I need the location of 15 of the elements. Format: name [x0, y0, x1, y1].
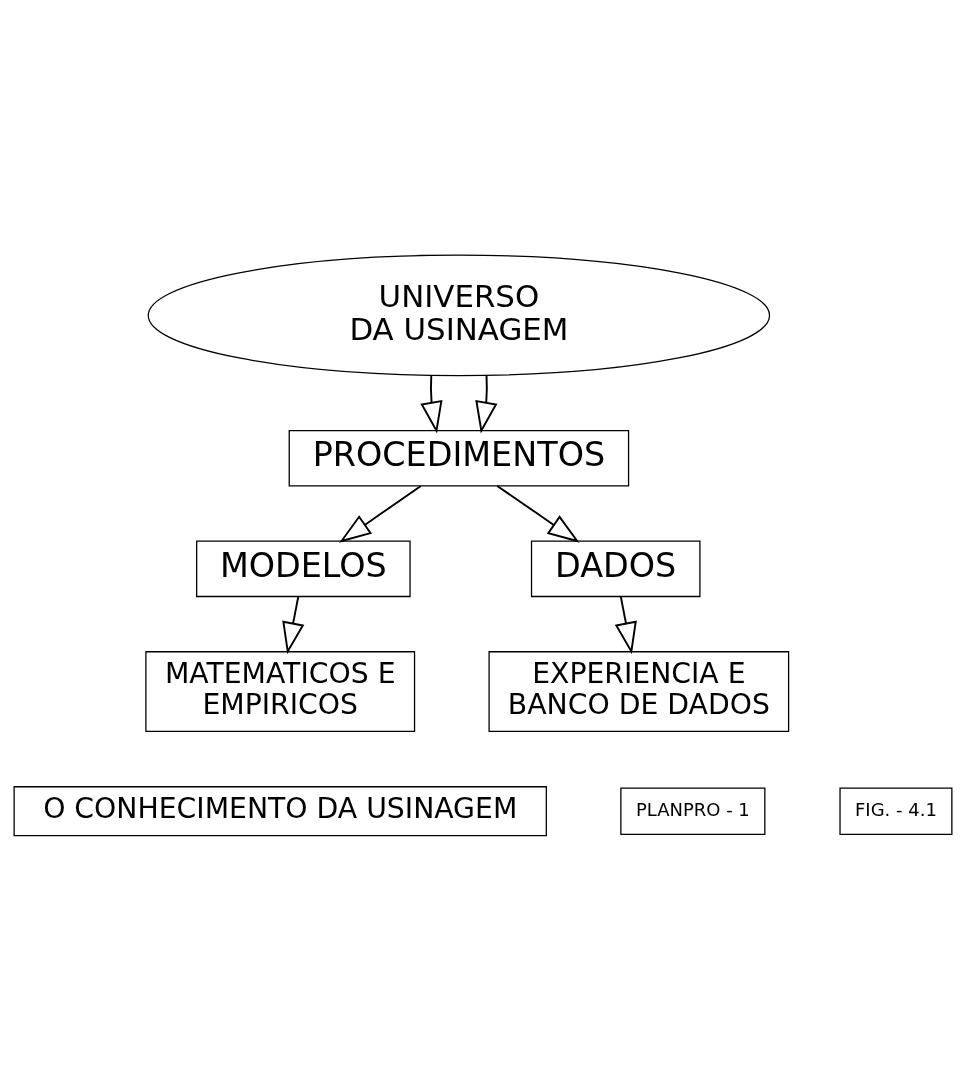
arrow: [281, 595, 304, 654]
node-box: PROCEDIMENTOS: [288, 429, 629, 487]
node-box: MODELOS: [195, 540, 411, 597]
arrow: [614, 595, 637, 654]
node-box: O CONHECIMENTO DA USINAGEM: [13, 785, 547, 836]
arrow: [495, 484, 580, 543]
arrow: [338, 484, 422, 543]
arrow: [419, 373, 443, 433]
node-ellipse: UNIVERSO DA USINAGEM: [147, 254, 770, 376]
arrow: [474, 373, 497, 433]
node-box: DADOS: [530, 540, 701, 597]
node-box: EXPERIENCIA E BANCO DE DADOS: [487, 650, 789, 732]
node-box: FIG. - 4.1: [838, 786, 952, 835]
node-box: PLANPRO - 1: [619, 786, 765, 835]
node-box: MATEMATICOS E EMPIRICOS: [144, 650, 415, 732]
